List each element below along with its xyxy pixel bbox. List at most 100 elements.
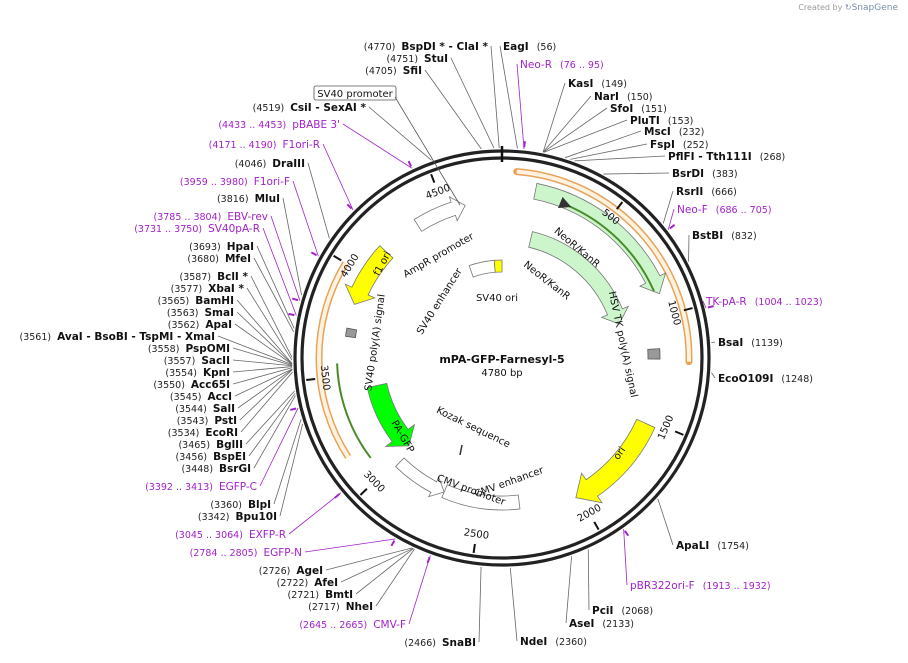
site-position: (3342): [198, 512, 230, 523]
site-position: (2722): [277, 578, 309, 589]
feature-label-sv40-polya: SV40 poly(A) signal: [363, 294, 387, 392]
enzyme-name: NdeI: [520, 636, 547, 648]
label-left-28: BglII(3465): [178, 439, 243, 451]
label-right-8: FspI(252): [650, 139, 708, 151]
leader-left-38: [355, 548, 414, 595]
leader-left-24: [234, 368, 293, 397]
leader-left-13: [253, 257, 294, 333]
enzyme-name: SfiI: [403, 65, 422, 77]
label-left-1: BspDI * - ClaI *(4770): [364, 41, 489, 53]
site-position: (3785 .. 3804): [154, 212, 222, 223]
leader-left-16: [236, 299, 293, 364]
primer-name: EBV-rev: [227, 211, 268, 223]
leader-left-14: [250, 275, 293, 358]
enzyme-name: BmtI: [325, 589, 353, 601]
label-left-23: Acc65I(3550): [153, 379, 230, 391]
leader-left-22: [232, 366, 293, 373]
enzyme-name: Bpu10I: [235, 511, 277, 523]
leader-right-12: [667, 208, 675, 230]
site-position: (666): [711, 187, 737, 198]
neo-orange-inner: [516, 169, 691, 362]
site-position: (3392 .. 3413): [145, 482, 213, 493]
feature-pa-gfp: [366, 382, 416, 447]
site-position: (3558): [148, 344, 180, 355]
enzyme-name: AfeI: [314, 577, 338, 589]
enzyme-name: AseI: [569, 618, 594, 630]
primer-tick-10: [291, 297, 299, 302]
enzyme-name: XbaI *: [208, 283, 244, 295]
leader-left-15: [246, 287, 293, 361]
label-right-16: EcoO109I(1248): [718, 373, 813, 385]
site-position: (686 .. 705): [716, 205, 772, 216]
site-position: (3959 .. 3980): [180, 177, 248, 188]
enzyme-name: MscI: [644, 126, 671, 138]
feature-ori: [575, 418, 656, 504]
tick-label-1500: 1500: [656, 414, 676, 442]
site-position: (151): [641, 104, 667, 115]
leader-right-21: [509, 567, 518, 642]
label-left-7: DraIII(4046): [235, 158, 305, 170]
tick-mark-4500: [430, 173, 436, 183]
site-position: (4705): [365, 66, 397, 77]
enzyme-name: SalI: [213, 403, 235, 415]
site-position: (3456): [176, 452, 208, 463]
label-right-2: Neo-R(76 .. 95): [520, 59, 604, 71]
enzyme-name: CsiI - SexAI *: [290, 102, 366, 114]
leader-right-15: [711, 341, 716, 343]
label-right-10: BsrDI(383): [672, 168, 738, 180]
leader-left-21: [232, 359, 293, 367]
enzyme-name: KpnI: [203, 367, 230, 379]
leader-left-25: [237, 368, 293, 409]
label-right-5: SfoI(151): [610, 103, 667, 115]
leader-left-10: [270, 215, 301, 301]
label-left-20: PspOMI (3558): [148, 343, 230, 355]
label-left-25: SalI(3544): [175, 403, 235, 415]
feature-neokan-inner: [528, 231, 630, 325]
tick-mark-3000: [359, 488, 368, 496]
label-left-2: StuI(4751): [386, 53, 448, 65]
site-position: (149): [601, 79, 627, 90]
leader-left-34: [288, 492, 342, 535]
leader-right-9: [574, 155, 666, 162]
site-position: (1754): [717, 541, 749, 552]
site-position: (2133): [602, 619, 634, 630]
label-right-12: Neo-F(686 .. 705): [677, 204, 772, 216]
primer-name: F1ori-F: [254, 176, 290, 188]
label-left-34: EXFP-R(3045 .. 3064): [175, 529, 286, 541]
site-position: (3465): [178, 440, 210, 451]
enzyme-name: ApaI: [205, 319, 232, 331]
enzyme-name: MluI: [255, 193, 280, 205]
leader-left-31: [259, 407, 299, 487]
enzyme-name: BstBI: [692, 230, 723, 242]
enzyme-name: SacII: [201, 355, 230, 367]
tick-mark-1500: [674, 430, 684, 436]
primer-name: SV40pA-R: [208, 223, 260, 235]
leader-left-39: [375, 548, 415, 607]
site-position: (3448): [181, 464, 213, 475]
site-position: (4751): [386, 54, 418, 65]
leader-left-27: [240, 371, 293, 433]
site-position: (153): [668, 116, 694, 127]
enzyme-name: ApaLI: [676, 540, 709, 552]
feature-neokan-outer: [533, 182, 667, 295]
feature-cmv-promoter: [395, 457, 445, 498]
enzyme-name: AgeI: [296, 565, 323, 577]
leader-right-1: [499, 45, 518, 149]
primer-tick-31: [290, 407, 297, 411]
enzyme-name: SmaI: [205, 307, 235, 319]
leader-left-26: [239, 369, 293, 421]
primer-tick-6: [346, 203, 353, 210]
gfp-orange-inner: [317, 262, 350, 459]
leader-left-35: [304, 538, 396, 553]
site-position: (3545): [170, 392, 202, 403]
label-left-32: BlpI(3360): [210, 499, 271, 511]
leader-right-4: [542, 95, 592, 153]
site-position: (3680): [187, 254, 219, 265]
enzyme-name: PspOMI: [185, 343, 230, 355]
leader-right-5: [543, 107, 608, 153]
feature-sv40-enhancer: [468, 259, 496, 278]
site-position: (3045 .. 3064): [175, 530, 243, 541]
site-position: (2068): [621, 606, 653, 617]
leader-left-7: [307, 162, 330, 239]
enzyme-name: BsrGI: [219, 463, 251, 475]
